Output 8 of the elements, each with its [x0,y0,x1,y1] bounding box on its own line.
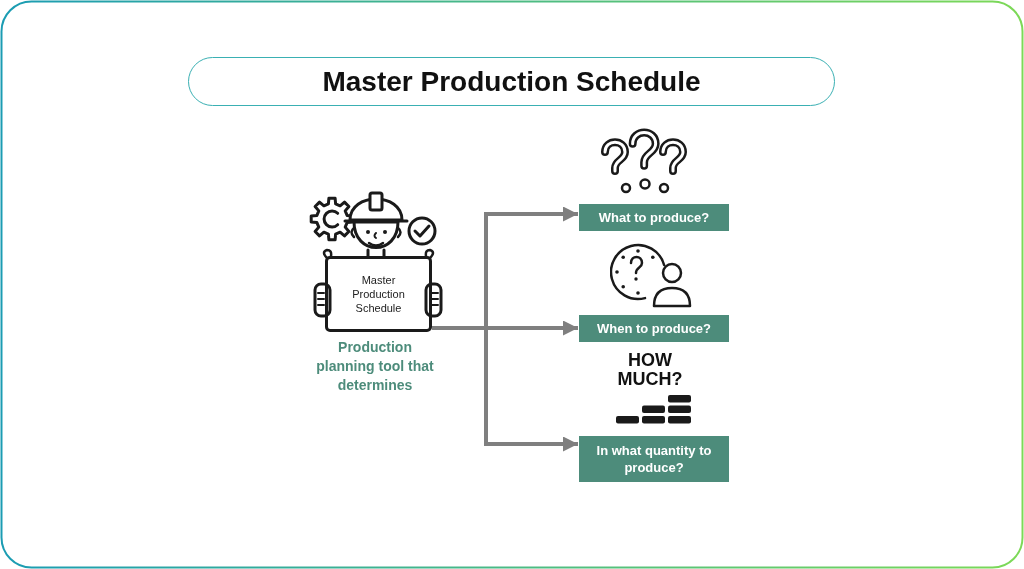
question-banner: In what quantity to produce? [579,436,729,482]
sign-text: Master Production Schedule [351,273,406,315]
question-banner: What to produce? [579,204,729,231]
caption-text: Production planning tool that determines [315,338,435,395]
sign-board [325,256,432,332]
icon-text: HOW MUCH? [616,351,684,389]
question-banner: When to produce? [579,315,729,342]
arrow [432,326,578,452]
